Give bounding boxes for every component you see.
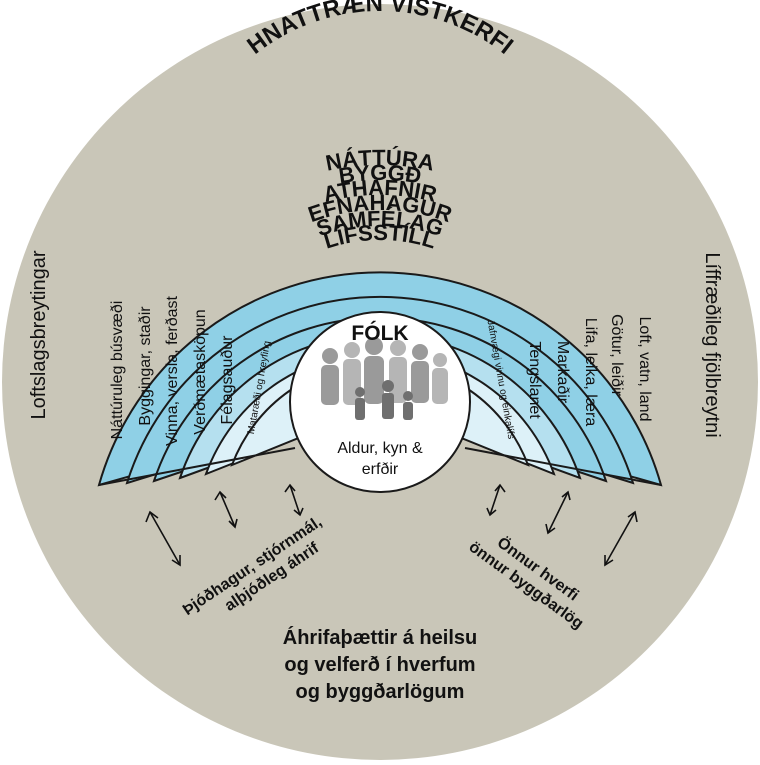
right-label-3: Lifa, leika, læra (582, 318, 599, 427)
left-label-5: Félagsauður (219, 335, 236, 425)
left-label-3: Vinna, versla, ferðast (164, 295, 181, 446)
right-label-2: Götur, leiðir (608, 314, 625, 396)
bottom-text-line1: Áhrifaþættir á heilsu (283, 626, 477, 649)
center-text-line1: Aldur, kyn & (337, 440, 423, 457)
title-folk: FÓLK (351, 321, 408, 345)
center-text-line2: erfðir (362, 461, 399, 478)
people-silhouettes-icon (321, 337, 448, 420)
right-label-5: Tengslanet (526, 341, 543, 419)
right-label-1: Loft, vatn, land (636, 317, 653, 422)
right-label-4: Markaðir (554, 341, 571, 404)
left-label-2: Byggingar, staðir (137, 306, 154, 426)
left-label-4: Verðmætasköpun (192, 309, 209, 434)
left-outer-label: Loftslagsbreytingar (28, 250, 50, 419)
bottom-text-line3: og byggðarlögum (296, 681, 465, 703)
title-byggd: BYGGÐ (337, 160, 423, 188)
left-label-1: Náttúruleg búsvæði (109, 301, 126, 440)
fan-bottom-edge (98, 447, 662, 486)
right-outer-label: Líffræðileg fjölbreytni (701, 252, 723, 437)
bottom-text-line2: og velferð í hverfum (284, 654, 475, 676)
double-arrows-icon (145, 483, 638, 567)
